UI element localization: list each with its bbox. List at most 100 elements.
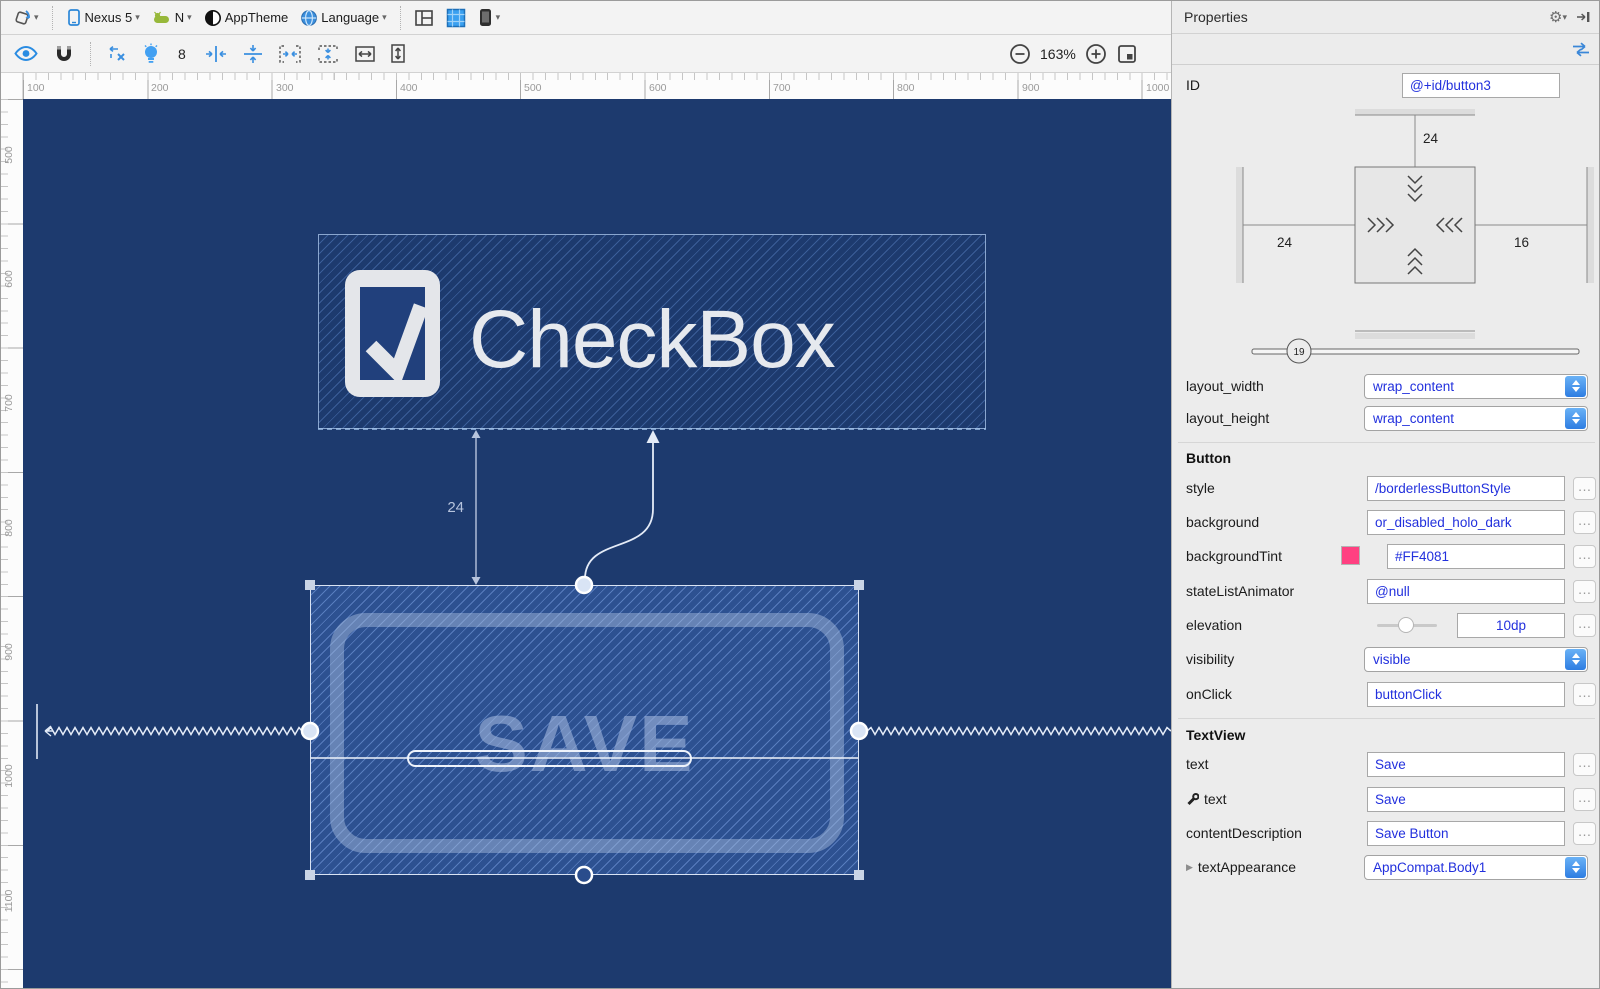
visibility-select[interactable]: visible — [1364, 646, 1588, 672]
magnet-button[interactable] — [49, 42, 79, 66]
color-swatch[interactable] — [1341, 546, 1360, 565]
layout-height-select[interactable]: wrap_content — [1364, 405, 1588, 431]
text-appearance-select[interactable]: AppCompat.Body1 — [1364, 854, 1588, 880]
elevation-label: elevation — [1186, 617, 1243, 633]
ruler-label: 900 — [3, 643, 15, 661]
lightbulb-icon — [142, 43, 160, 64]
api-version-selector[interactable]: N ▾ — [148, 8, 196, 27]
ruler-label: 700 — [773, 82, 791, 94]
content-description-picker-button[interactable]: … — [1573, 821, 1596, 845]
text-field[interactable]: Save — [1367, 751, 1565, 777]
background-field[interactable]: or_disabled_holo_dark — [1367, 509, 1565, 535]
design-mode-button[interactable] — [410, 6, 438, 30]
locale-selector[interactable]: Language ▾ — [296, 7, 390, 29]
theme-icon — [204, 9, 222, 27]
blueprint-canvas[interactable]: CheckBox SAVE 24 — [23, 99, 1171, 988]
constraint-inspector[interactable]: 24 24 16 — [1172, 101, 1600, 369]
properties-body: ID @+id/button3 24 24 16 — [1172, 65, 1600, 988]
magnet-icon — [53, 44, 75, 64]
autoconnect-button[interactable] — [9, 43, 43, 64]
style-picker-button[interactable]: … — [1573, 476, 1596, 500]
ruler-label: 1000 — [1146, 82, 1170, 94]
expand-horizontal-button[interactable] — [350, 42, 380, 66]
infer-constraints-button[interactable] — [138, 41, 164, 66]
blueprint-mode-button[interactable] — [442, 6, 470, 30]
theme-label: AppTheme — [224, 10, 289, 25]
ruler-label: 800 — [3, 519, 15, 537]
expand-vertical-button[interactable] — [386, 41, 410, 66]
stepper-icon — [1565, 856, 1586, 878]
background-tint-field[interactable]: #FF4081 — [1387, 543, 1565, 569]
on-click-field[interactable]: buttonClick — [1367, 681, 1565, 707]
align-vertical-icon — [242, 44, 264, 64]
caret-icon: ▾ — [34, 12, 39, 22]
align-vertical-center-button[interactable] — [238, 42, 268, 66]
expand-vertical-icon — [390, 43, 406, 64]
inspector-widget-square[interactable] — [1354, 166, 1476, 284]
constraint-curve — [584, 430, 660, 580]
section-divider — [1178, 442, 1595, 443]
theme-selector[interactable]: AppTheme — [200, 7, 293, 29]
caret-icon: ▾ — [495, 12, 501, 22]
ruler-corner — [1, 73, 23, 99]
elevation-row: elevation 10dp … — [1172, 612, 1599, 638]
zoom-fit-button[interactable] — [1116, 43, 1138, 65]
checkbox-glyph-icon — [345, 270, 440, 397]
content-description-field[interactable]: Save Button — [1367, 820, 1565, 846]
elevation-field[interactable]: 10dp — [1457, 612, 1565, 638]
inspector-margin-right: 16 — [1514, 235, 1529, 250]
design-text-picker-button[interactable]: … — [1573, 787, 1596, 811]
expand-triangle-icon[interactable]: ▶ — [1186, 861, 1193, 872]
state-list-animator-label: stateListAnimator — [1186, 583, 1295, 599]
zoom-out-button[interactable] — [1009, 43, 1031, 65]
android-icon — [152, 11, 172, 25]
gear-icon[interactable]: ⚙ — [1549, 9, 1563, 26]
ruler-label: 500 — [3, 146, 15, 164]
text-appearance-row: ▶ textAppearance AppCompat.Body1 — [1172, 854, 1599, 880]
elevation-slider[interactable] — [1377, 617, 1437, 633]
hide-panel-icon[interactable] — [1575, 10, 1591, 24]
orientation-button[interactable]: ▾ — [9, 7, 43, 29]
default-margin-button[interactable]: 8 — [170, 44, 194, 64]
state-list-animator-picker-button[interactable]: … — [1573, 579, 1596, 603]
properties-subtoolbar — [1172, 34, 1599, 65]
text-picker-button[interactable]: … — [1573, 752, 1596, 776]
zoom-level: 163% — [1040, 45, 1076, 62]
id-field[interactable]: @+id/button3 — [1402, 72, 1560, 98]
background-tint-picker-button[interactable]: … — [1573, 544, 1596, 568]
ruler-label: 400 — [400, 82, 418, 94]
background-picker-button[interactable]: … — [1573, 510, 1596, 534]
caret-icon: ▾ — [382, 12, 387, 22]
align-horizontal-center-button[interactable] — [200, 42, 232, 66]
elevation-picker-button[interactable]: … — [1573, 613, 1596, 637]
design-text-field[interactable]: Save — [1367, 786, 1565, 812]
ruler-label: 600 — [3, 270, 15, 288]
elevation-slider-knob[interactable] — [1398, 617, 1414, 633]
save-button-widget[interactable]: SAVE — [310, 585, 859, 875]
locale-label: Language — [321, 10, 380, 25]
style-field[interactable]: /borderlessButtonStyle — [1367, 475, 1565, 501]
horizontal-bias-slider[interactable]: 19 — [1251, 338, 1580, 364]
id-label: ID — [1186, 77, 1200, 93]
state-list-animator-row: stateListAnimator @null … — [1172, 578, 1599, 604]
toolbar-separator — [90, 41, 91, 66]
pack-vertical-icon — [316, 44, 340, 64]
device-selector[interactable]: Nexus 5 ▾ — [62, 6, 144, 29]
layout-width-select[interactable]: wrap_content — [1364, 373, 1588, 399]
visibility-label: visibility — [1186, 651, 1235, 667]
clear-constraints-button[interactable] — [102, 42, 132, 66]
switch-view-icon[interactable] — [1571, 41, 1591, 57]
design-text-label: text — [1186, 791, 1227, 807]
content-description-row: contentDescription Save Button … — [1172, 820, 1599, 846]
screen-mode-button[interactable]: ▾ — [474, 6, 505, 29]
top-ruler: 100 200 300 400 500 600 700 800 900 1000 — [23, 73, 1171, 99]
on-click-picker-button[interactable]: … — [1573, 682, 1596, 706]
pack-horizontal-button[interactable] — [274, 42, 306, 66]
checkbox-widget[interactable]: CheckBox — [318, 234, 986, 429]
ruler-label: 900 — [1022, 82, 1040, 94]
pack-vertical-button[interactable] — [312, 42, 344, 66]
state-list-animator-field[interactable]: @null — [1367, 578, 1565, 604]
content-description-label: contentDescription — [1186, 825, 1302, 841]
zoom-in-button[interactable] — [1085, 43, 1107, 65]
